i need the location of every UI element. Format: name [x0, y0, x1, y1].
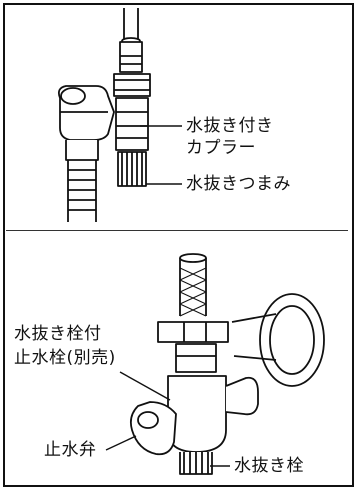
stop-valve-illustration — [129, 253, 325, 475]
clamp-block — [157, 321, 229, 343]
stop-valve-handle — [129, 401, 177, 456]
coupler-body — [115, 97, 149, 151]
label-valve-line1: 水抜き栓付 — [14, 324, 102, 344]
leader-stop-valve — [105, 435, 137, 451]
leader-valve — [119, 371, 171, 401]
label-stop-valve: 止水弁 — [44, 440, 97, 460]
coupler-nut — [113, 73, 151, 97]
label-coupler-line2: カプラー — [186, 138, 256, 158]
label-valve-line2: 止水栓(別売) — [14, 348, 116, 368]
label-coupler-line1: 水抜き付き — [186, 116, 274, 136]
braided-hose — [179, 258, 207, 316]
panel-divider — [6, 230, 348, 231]
coupler-illustration — [57, 8, 151, 222]
top-supply-pipe — [123, 8, 139, 40]
label-drain-plug: 水抜き栓 — [234, 456, 304, 476]
label-drain-knob: 水抜きつまみ — [186, 174, 291, 194]
